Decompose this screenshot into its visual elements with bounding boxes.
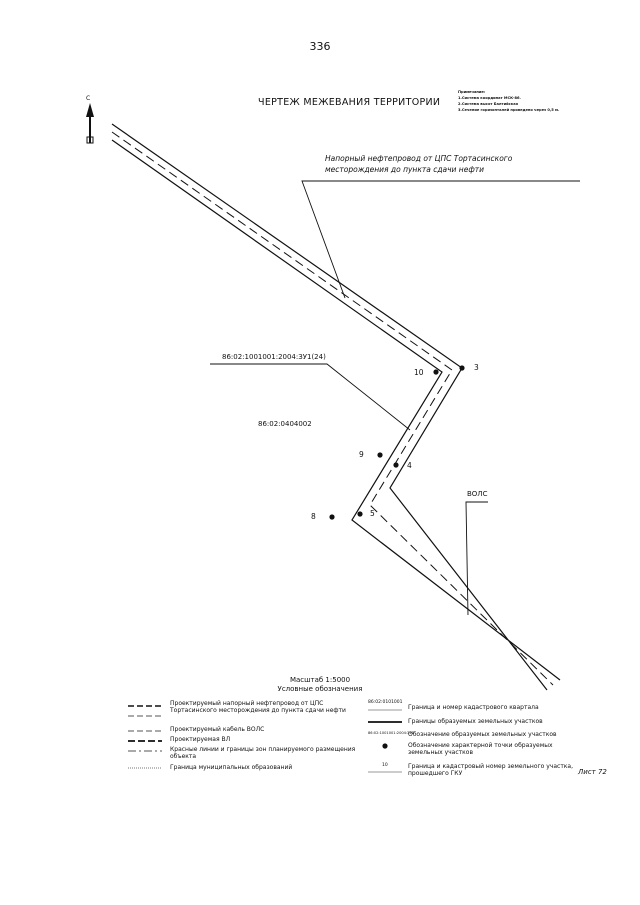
corridor-boundary-inner: [111, 139, 561, 681]
legend-item: Обозначение образуемых земельных участко…: [408, 731, 557, 738]
corridor-boundary-outer: [111, 123, 548, 691]
point-marker: [459, 365, 465, 371]
point-marker: [393, 462, 399, 468]
page-number: 336: [309, 40, 331, 53]
note-line: 3.Сечение горизонталей проведено через 0…: [458, 108, 560, 112]
vols-leader: [465, 501, 488, 616]
legend-item: Границы образуемых земельных участков: [408, 718, 543, 725]
scale-label: Масштаб 1:5000: [289, 676, 351, 684]
north-arrow-icon: [86, 103, 94, 144]
legend-item: Граница муниципальных образований: [170, 764, 293, 771]
point-marker: [377, 452, 383, 458]
note-line: Примечание:: [458, 90, 486, 94]
parcel-id-label: 86:02:1001001:2004:ЗУ1(24): [222, 353, 326, 361]
pipeline-centerline: [111, 131, 554, 686]
legend-item: Проектируемый напорный нефтепровод от ЦП…: [170, 700, 346, 714]
legend-symbol-text: 86:02:0101001: [368, 700, 403, 705]
pipeline-label-line1: Напорный нефтепровод от ЦПС Тортасинског…: [325, 154, 513, 163]
point-label: 5: [370, 509, 375, 518]
quarter-id-label: 86:02:0404002: [258, 420, 312, 428]
point-label: 9: [359, 450, 364, 459]
legend-item: Граница и кадастровый номер земельного у…: [408, 763, 574, 777]
point-marker: [329, 514, 335, 520]
point-label: 3: [474, 363, 479, 372]
drawing-title: ЧЕРТЕЖ МЕЖЕВАНИЯ ТЕРРИТОРИИ: [258, 97, 441, 108]
point-label: 4: [407, 461, 412, 470]
scale-block: Масштаб 1:5000 Условные обозначения: [0, 676, 640, 694]
note-line: 2.Система высот Балтийская: [458, 102, 518, 106]
point-marker: [433, 369, 439, 375]
legend-symbol-text: 86:02:1001001:2004:ЗУ1: [368, 731, 414, 735]
notes-block: Примечание: 1.Система координат МСК-86. …: [458, 89, 559, 113]
legend-item: Обозначение характерной точки образуемых…: [408, 742, 553, 756]
legend-item: Проектируемый кабель ВОЛС: [170, 726, 265, 733]
parcel-leader: [210, 363, 411, 431]
legend-symbol-text: 10: [382, 763, 388, 768]
point-label: 8: [311, 512, 316, 521]
legend-item: Красные линии и границы зон планируемого…: [170, 746, 356, 760]
point-label: 10: [414, 368, 424, 377]
legend-point-symbol: [382, 743, 388, 749]
pipeline-leader: [301, 180, 580, 299]
point-marker: [357, 511, 363, 517]
note-line: 1.Система координат МСК-86.: [458, 96, 521, 100]
pipeline-label-line2: месторождения до пункта сдачи нефти: [325, 165, 484, 174]
north-label: С: [86, 95, 91, 102]
legend-item: Граница и номер кадастрового квартала: [408, 704, 539, 711]
sheet-number: Лист 72: [578, 768, 607, 776]
legend-title: Условные обозначения: [277, 685, 363, 693]
legend-item: Проектируемая ВЛ: [170, 736, 231, 743]
vols-label: ВОЛС: [467, 490, 488, 498]
